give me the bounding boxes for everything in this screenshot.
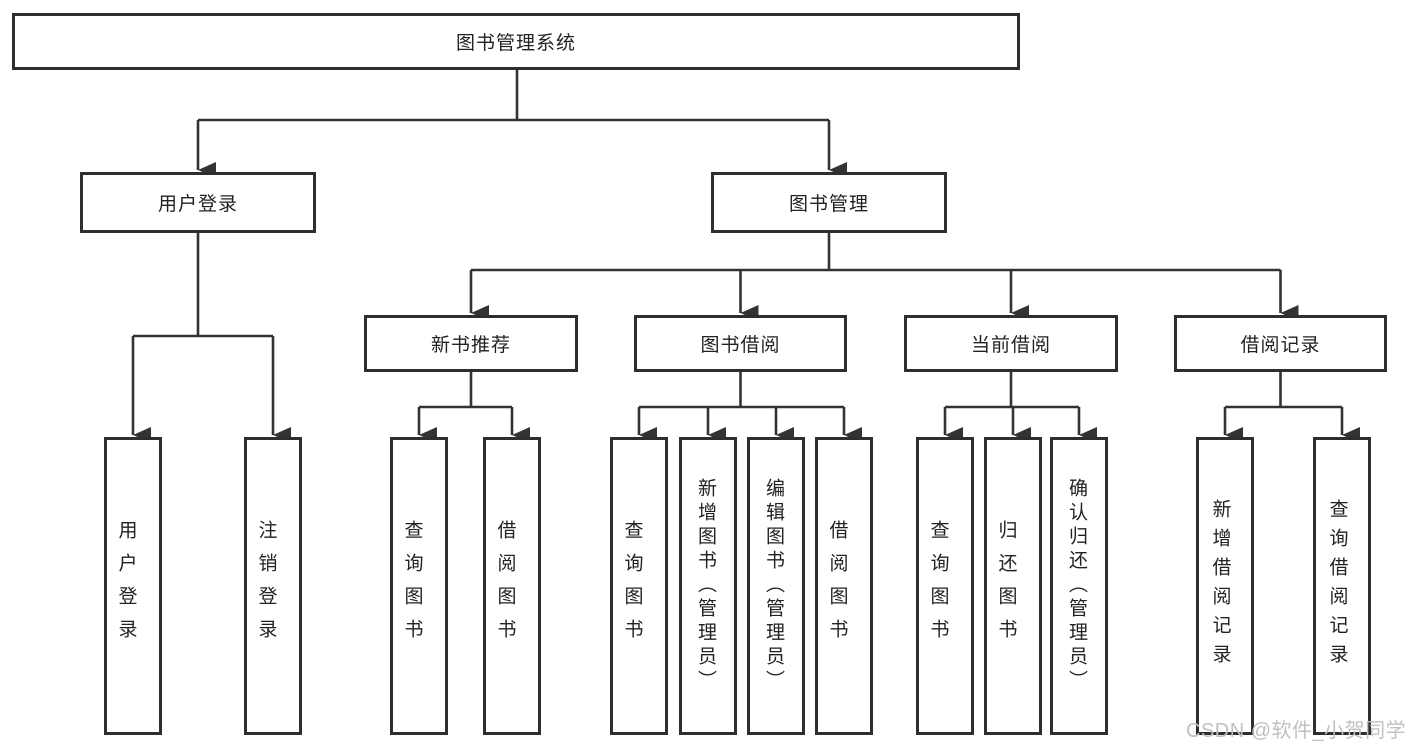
node-borrow-books: 借阅图书 [815,437,873,735]
node-query-borrow-record: 查询借阅记录 [1313,437,1371,735]
node-add-books-admin: 新增图书（管理员） [679,437,737,735]
node-confirm-return-admin: 确认归还（管理员） [1050,437,1108,735]
node-return-books: 归还图书 [984,437,1042,735]
node-edit-books-admin: 编辑图书（管理员） [747,437,805,735]
node-current-borrow: 当前借阅 [904,315,1118,372]
node-borrow-records: 借阅记录 [1174,315,1387,372]
node-query-books-current: 查询图书 [916,437,974,735]
node-book-borrow: 图书借阅 [634,315,847,372]
node-logout: 注销登录 [244,437,302,735]
node-library-management-system: 图书管理系统 [12,13,1020,70]
node-book-management: 图书管理 [711,172,947,233]
csdn-watermark: CSDN @软件_小贺同学 [1186,720,1405,742]
node-add-borrow-record: 新增借阅记录 [1196,437,1254,735]
node-user-login-group: 用户登录 [80,172,316,233]
node-query-books-borrow: 查询图书 [610,437,668,735]
node-new-book-recommend: 新书推荐 [364,315,578,372]
node-borrow-books-recommend: 借阅图书 [483,437,541,735]
node-query-books-recommend: 查询图书 [390,437,448,735]
node-user-login: 用户登录 [104,437,162,735]
